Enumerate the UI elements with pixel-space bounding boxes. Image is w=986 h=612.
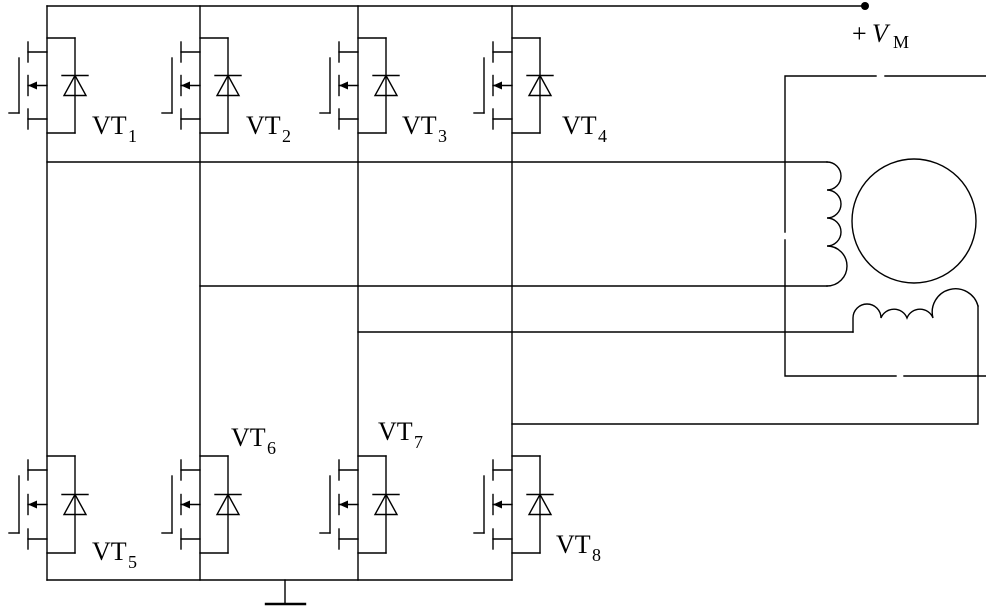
supply-rail <box>46 2 869 10</box>
label-vt6-subscript: 6 <box>267 438 276 458</box>
label-vt6: VT <box>231 423 266 452</box>
diode-vt6 <box>215 493 241 516</box>
bridge-legs <box>46 5 513 581</box>
supply-symbol: V <box>872 19 891 48</box>
diode-vt8 <box>527 493 553 516</box>
diode-vt4 <box>527 74 553 97</box>
rotor <box>851 158 977 284</box>
label-vt5-subscript: 5 <box>128 552 137 572</box>
diode-vt3 <box>373 74 399 97</box>
label-vt2-subscript: 2 <box>282 126 291 146</box>
label-vt7: VT <box>378 417 413 446</box>
label-vt1-subscript: 1 <box>128 126 137 146</box>
supply-label: + V M <box>852 19 909 52</box>
motor-wires <box>46 161 979 425</box>
diode-vt5 <box>62 493 88 516</box>
label-vt3: VT <box>402 111 437 140</box>
label-vt3-subscript: 3 <box>438 126 447 146</box>
supply-sign: + <box>852 19 867 48</box>
diode-vt2 <box>215 74 241 97</box>
winding-b <box>852 288 979 333</box>
label-vt8: VT <box>556 530 591 559</box>
diode-vt7 <box>373 493 399 516</box>
supply-subscript: M <box>893 32 909 52</box>
ground-rail <box>46 579 513 606</box>
label-vt2: VT <box>246 111 281 140</box>
label-vt5: VT <box>92 537 127 566</box>
diode-vt1 <box>62 74 88 97</box>
motor <box>784 75 986 377</box>
label-vt4: VT <box>562 111 597 140</box>
label-vt1: VT <box>92 111 127 140</box>
label-vt8-subscript: 8 <box>592 545 601 565</box>
supply-terminal <box>861 2 869 10</box>
label-vt7-subscript: 7 <box>414 432 423 452</box>
winding-a <box>826 161 848 287</box>
label-vt4-subscript: 4 <box>598 126 607 146</box>
